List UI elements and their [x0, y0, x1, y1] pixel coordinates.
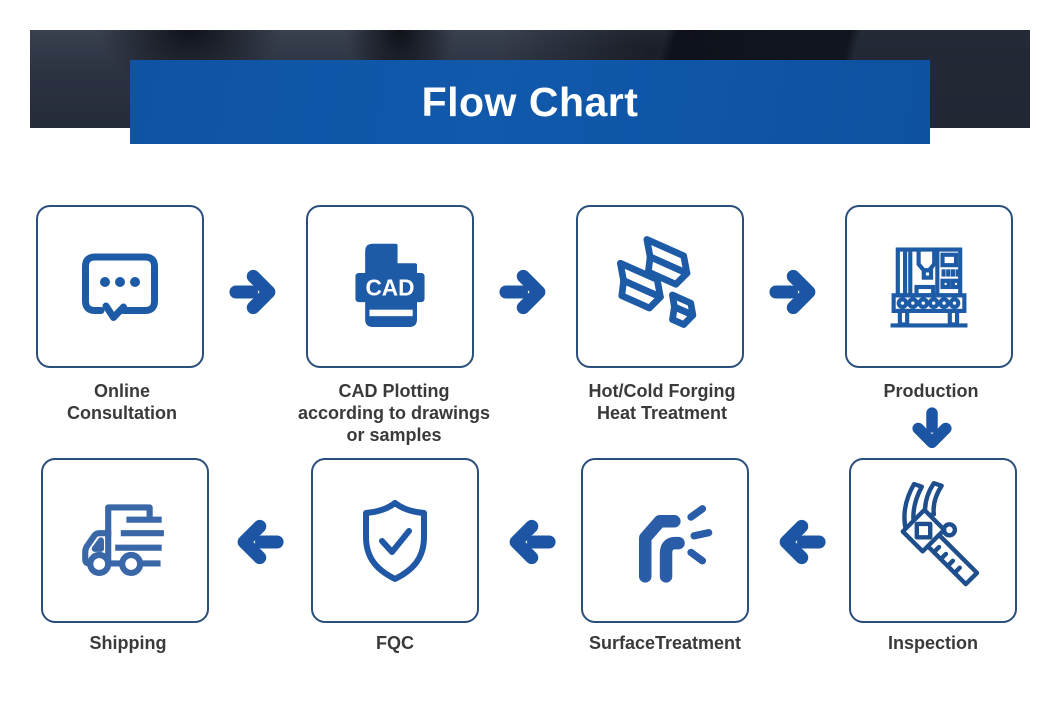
- caliper-icon: [900, 480, 980, 586]
- step-label: Online Consultation: [67, 381, 177, 423]
- arrow-right-icon: [769, 269, 821, 315]
- step-box-fqc: [311, 458, 479, 623]
- step-label: Shipping: [89, 633, 167, 653]
- cad-icon-text: CAD: [365, 274, 414, 300]
- step-box-surface-treatment: [581, 458, 749, 623]
- chat-bubble-icon: [82, 253, 158, 321]
- cnc-machine-icon: [890, 246, 968, 328]
- delivery-truck-icon: [82, 503, 164, 576]
- step-label: Production: [883, 381, 979, 401]
- step-label: FQC: [376, 633, 414, 653]
- arrow-right-icon: [499, 269, 551, 315]
- step-box-cad-plotting: CAD: [306, 205, 474, 368]
- shield-check-icon: [363, 499, 427, 582]
- arrow-down-icon: [909, 404, 955, 456]
- step-box-hot-cold-forging: [576, 205, 744, 368]
- step-label: CAD Plotting according to drawings or sa…: [297, 381, 491, 445]
- step-box-shipping: [41, 458, 209, 623]
- arrow-left-icon: [504, 519, 556, 565]
- step-box-online-consultation: [36, 205, 204, 368]
- arrow-left-icon: [232, 519, 284, 565]
- metal-ingots-icon: [616, 235, 697, 328]
- arrow-left-icon: [774, 519, 826, 565]
- step-label: Hot/Cold Forging Heat Treatment: [588, 381, 736, 423]
- step-label: Inspection: [887, 633, 978, 653]
- title-banner: Flow Chart: [130, 60, 930, 144]
- step-box-inspection: [849, 458, 1017, 623]
- surface-polish-icon: [639, 504, 713, 583]
- step-label: SurfaceTreatment: [588, 633, 742, 653]
- arrow-right-icon: [229, 269, 281, 315]
- step-box-production: [845, 205, 1013, 368]
- cad-file-icon: CAD: [355, 242, 425, 327]
- page-title: Flow Chart: [421, 78, 639, 125]
